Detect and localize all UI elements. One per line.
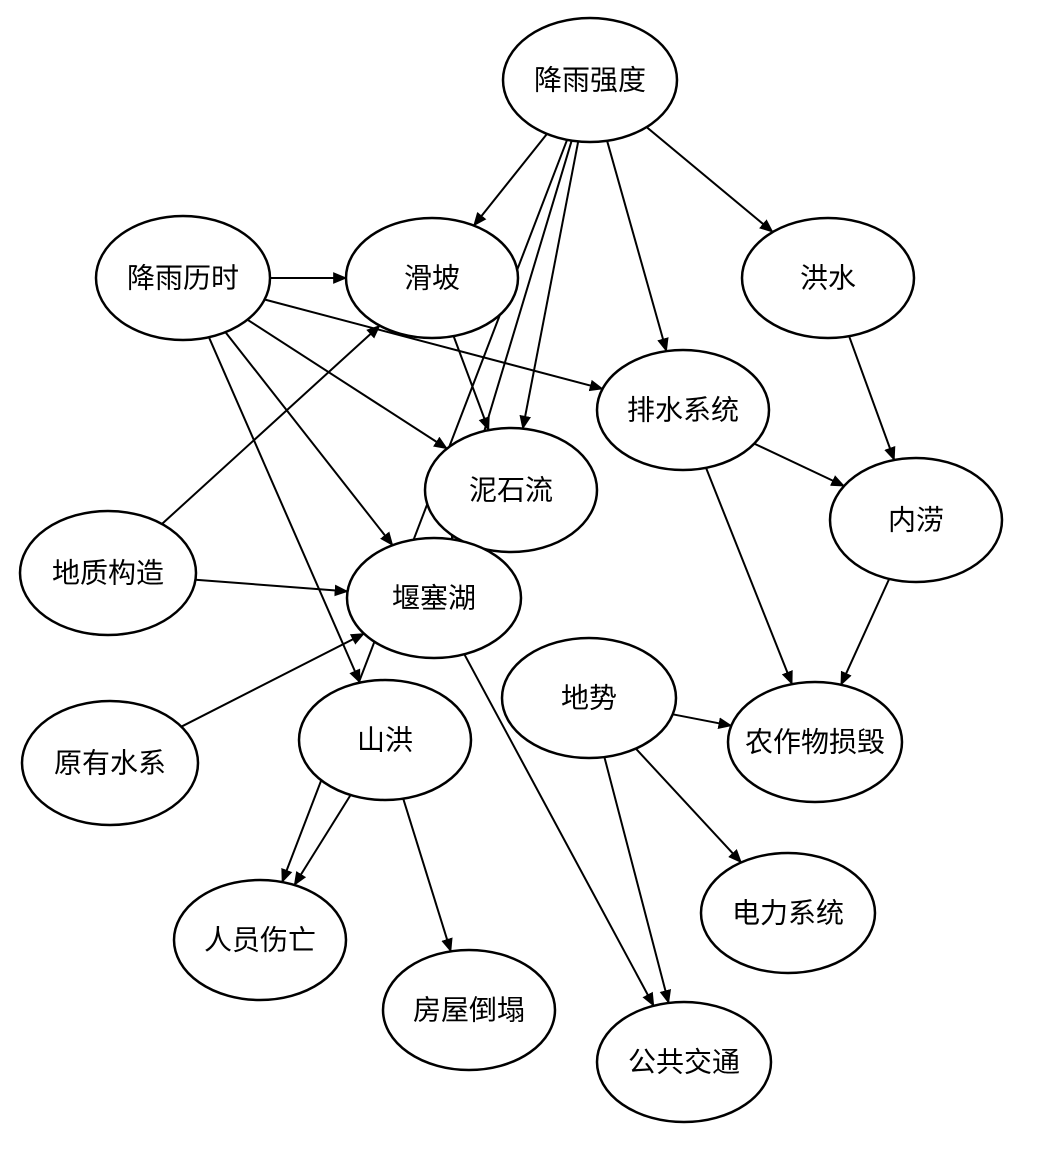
node-drainage: 排水系统 — [595, 348, 771, 472]
node-ellipse-landslide — [344, 216, 520, 340]
edge-drainage-to-waterlogging — [753, 442, 846, 487]
node-label-existing_water: 原有水系 — [54, 747, 166, 780]
edge-barrier_lake-to-public_transport — [463, 653, 655, 1007]
node-label-debris_flow: 泥石流 — [469, 474, 553, 507]
node-label-house_collapse: 房屋倒塌 — [413, 994, 525, 1027]
node-ellipse-drainage — [595, 348, 771, 472]
node-flash_flood: 山洪 — [297, 678, 473, 802]
edge-flash_flood-to-casualties — [293, 794, 352, 886]
edge-rain_duration-to-flash_flood — [207, 336, 361, 684]
edges-layer — [161, 126, 896, 1007]
node-terrain: 地势 — [500, 636, 678, 760]
edge-rain_duration-to-debris_flow — [246, 318, 448, 450]
node-ellipse-casualties — [172, 878, 348, 1002]
node-label-crop_damage: 农作物损毁 — [745, 726, 885, 759]
node-casualties: 人员伤亡 — [172, 878, 348, 1002]
node-label-geology: 地质构造 — [52, 557, 164, 590]
node-ellipse-public_transport — [595, 1000, 773, 1124]
node-house_collapse: 房屋倒塌 — [381, 948, 557, 1072]
node-label-flood: 洪水 — [800, 262, 856, 295]
node-label-power_system: 电力系统 — [732, 897, 844, 930]
node-rain_duration: 降雨历时 — [94, 214, 272, 342]
node-label-landslide: 滑坡 — [404, 262, 460, 295]
node-public_transport: 公共交通 — [595, 1000, 773, 1124]
node-ellipse-crop_damage — [726, 680, 904, 804]
node-ellipse-rain_intensity — [501, 16, 679, 144]
node-ellipse-waterlogging — [828, 456, 1004, 584]
edge-terrain-to-power_system — [635, 747, 742, 864]
node-label-waterlogging: 内涝 — [888, 504, 944, 537]
node-label-casualties: 人员伤亡 — [204, 924, 316, 957]
node-label-terrain: 地势 — [561, 682, 617, 715]
node-ellipse-rain_duration — [94, 214, 272, 342]
edge-rain_intensity-to-landslide — [473, 133, 548, 227]
node-ellipse-flood — [740, 216, 916, 340]
node-ellipse-existing_water — [20, 699, 200, 827]
edge-rain_intensity-to-debris_flow — [519, 141, 580, 430]
node-ellipse-flash_flood — [297, 678, 473, 802]
node-rain_intensity: 降雨强度 — [501, 16, 679, 144]
edge-rain_intensity-to-flood — [645, 126, 774, 233]
node-flood: 洪水 — [740, 216, 916, 340]
edge-terrain-to-crop_damage — [672, 713, 733, 729]
node-ellipse-debris_flow — [423, 426, 599, 554]
node-label-flash_flood: 山洪 — [357, 724, 413, 757]
node-landslide: 滑坡 — [344, 216, 520, 340]
edge-drainage-to-crop_damage — [705, 467, 793, 686]
node-ellipse-house_collapse — [381, 948, 557, 1072]
edge-geology-to-landslide — [161, 324, 381, 525]
node-ellipse-terrain — [500, 636, 678, 760]
node-barrier_lake: 堰塞湖 — [345, 536, 523, 660]
node-label-barrier_lake: 堰塞湖 — [392, 582, 476, 615]
edge-terrain-to-public_transport — [603, 756, 672, 1005]
edge-rain_intensity-to-drainage — [606, 140, 669, 353]
edge-landslide-to-debris_flow — [452, 335, 490, 432]
node-ellipse-geology — [18, 509, 198, 637]
edge-flood-to-waterlogging — [848, 335, 896, 462]
node-label-public_transport: 公共交通 — [628, 1046, 740, 1079]
node-label-drainage: 排水系统 — [627, 394, 739, 427]
edge-geology-to-barrier_lake — [195, 578, 349, 597]
node-ellipse-power_system — [699, 851, 877, 975]
node-debris_flow: 泥石流 — [423, 426, 599, 554]
node-geology: 地质构造 — [18, 509, 198, 637]
node-label-rain_duration: 降雨历时 — [127, 262, 239, 295]
edge-flash_flood-to-house_collapse — [402, 798, 453, 953]
edge-waterlogging-to-crop_damage — [840, 578, 891, 686]
edge-rain_duration-to-barrier_lake — [224, 331, 394, 547]
edge-existing_water-to-barrier_lake — [180, 632, 366, 728]
node-power_system: 电力系统 — [699, 851, 877, 975]
node-label-rain_intensity: 降雨强度 — [534, 64, 646, 97]
node-waterlogging: 内涝 — [828, 456, 1004, 584]
node-ellipse-barrier_lake — [345, 536, 523, 660]
node-crop_damage: 农作物损毁 — [726, 680, 904, 804]
edge-rain_duration-to-drainage — [264, 298, 604, 392]
node-existing_water: 原有水系 — [20, 699, 200, 827]
